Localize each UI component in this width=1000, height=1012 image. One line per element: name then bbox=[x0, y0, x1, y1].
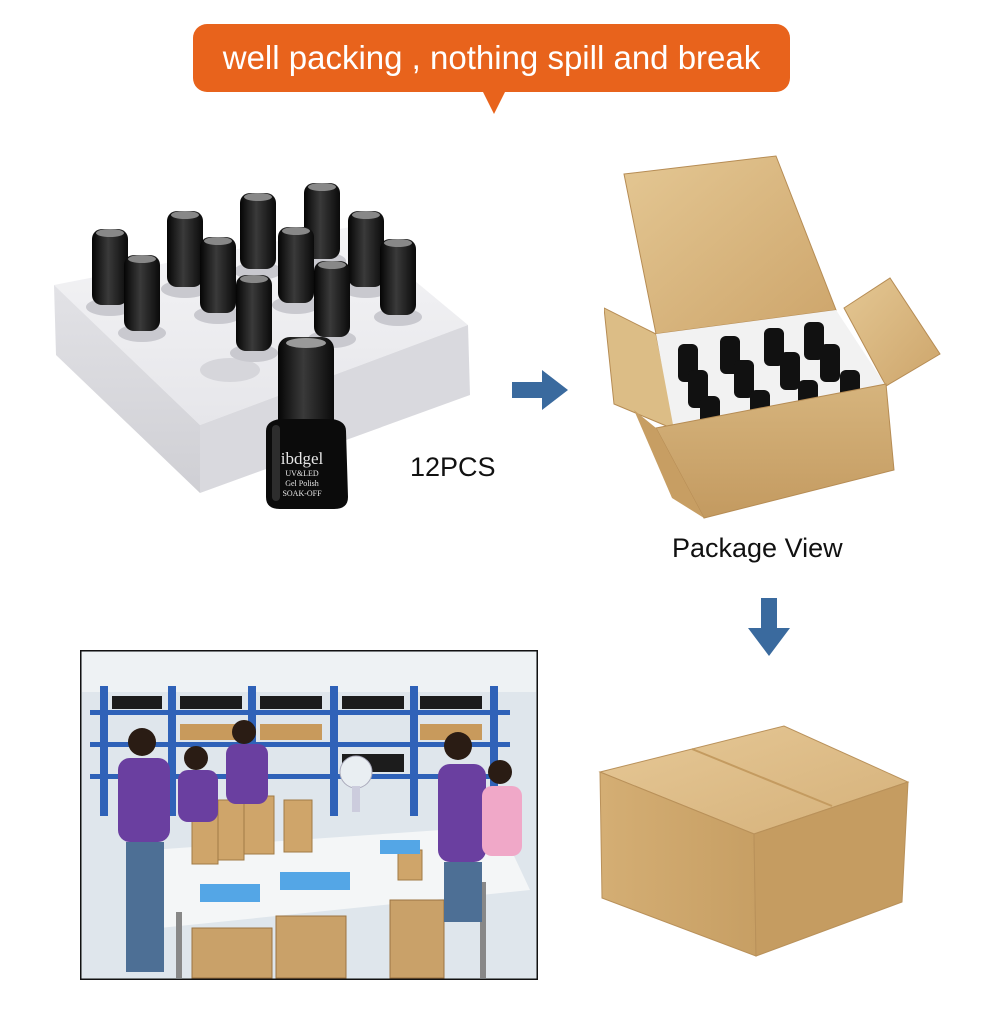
closed-box-illustration bbox=[598, 725, 910, 957]
quantity-label: 12PCS bbox=[410, 452, 496, 482]
featured-bottle bbox=[266, 337, 348, 509]
open-box-illustration bbox=[604, 155, 941, 519]
bottle-line2: Gel Polish bbox=[285, 479, 319, 488]
bottle-line1: UV&LED bbox=[285, 469, 319, 478]
headline-banner: well packing , nothing spill and break bbox=[193, 24, 790, 92]
factory-packing-photo bbox=[80, 650, 538, 980]
arrow-right-icon bbox=[512, 370, 568, 410]
arrow-down-icon bbox=[748, 598, 790, 656]
bottle-line3: SOAK-OFF bbox=[282, 489, 322, 498]
banner-pointer bbox=[482, 90, 506, 114]
package-view-caption: Package View bbox=[672, 533, 843, 563]
bottle-row bbox=[86, 183, 422, 362]
workers bbox=[118, 720, 522, 972]
foam-tray-illustration bbox=[54, 183, 470, 509]
bottle-brand: ibdgel bbox=[280, 449, 324, 468]
